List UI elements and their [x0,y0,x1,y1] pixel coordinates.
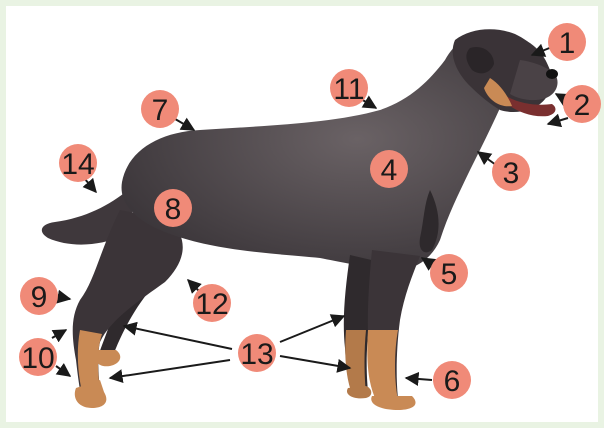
dog-nose [546,69,558,79]
marker-4: 4 [370,150,408,188]
arrow-2b [548,118,568,124]
marker-5: 5 [430,254,468,292]
dog-front-paw-far [347,386,371,398]
marker-8: 8 [154,189,192,227]
dog-front-leg-far-tan [345,330,366,394]
arrow-13c [280,316,344,342]
marker-3-label: 3 [503,157,520,190]
dog-front-leg-tan [367,330,398,400]
marker-13: 13 [238,334,276,372]
dog-illustration [42,29,558,410]
marker-5-label: 5 [441,258,458,291]
arrow-13b [110,360,230,378]
dog-hind-paw-far [95,350,120,366]
arrow-3 [478,152,496,165]
marker-1: 1 [548,23,586,61]
marker-1-label: 1 [559,27,576,60]
dog-front-paw [371,396,415,410]
marker-9: 9 [20,277,58,315]
marker-14-label: 14 [61,148,94,181]
arrow-10a [52,330,66,338]
marker-6: 6 [433,361,471,399]
marker-10-label: 10 [21,342,54,375]
marker-13-label: 13 [240,338,273,371]
marker-7-label: 7 [152,94,169,127]
marker-2-label: 2 [574,89,591,122]
marker-3: 3 [492,153,530,191]
marker-2: 2 [563,85,601,123]
marker-10: 10 [19,338,57,376]
marker-7: 7 [141,90,179,128]
marker-9-label: 9 [31,281,48,314]
arrow-10b [56,366,70,376]
marker-12-label: 12 [195,288,228,321]
marker-11-label: 11 [333,73,364,106]
marker-8-label: 8 [165,193,182,226]
arrow-13d [280,356,350,368]
marker-12: 12 [193,284,231,322]
marker-6-label: 6 [444,365,461,398]
marker-14: 14 [59,144,97,182]
marker-4-label: 4 [381,154,398,187]
marker-11: 11 [330,69,368,107]
arrow-6 [406,378,432,380]
arrow-13a [124,326,232,349]
